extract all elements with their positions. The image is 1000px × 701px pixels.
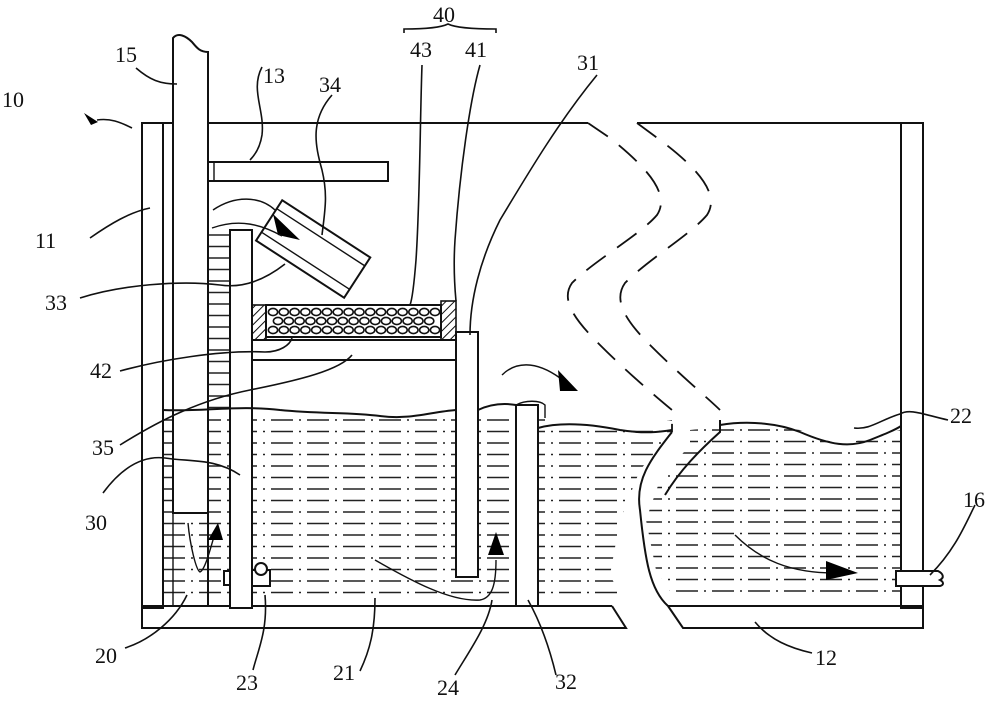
water-fill-inlet-channel xyxy=(208,235,230,408)
filter-pebble xyxy=(322,308,331,315)
filter-pebble xyxy=(290,308,299,315)
flow-arrow-over-partition xyxy=(502,365,560,378)
label-filter-media: 43 xyxy=(410,37,432,62)
label-valve: 23 xyxy=(236,670,258,695)
filter-pebble xyxy=(420,326,429,333)
filter-pebble xyxy=(414,317,423,324)
label-upper-partition: 31 xyxy=(577,50,599,75)
upper-partition xyxy=(456,332,478,577)
filter-pebble xyxy=(333,308,342,315)
filter-pebble xyxy=(355,326,364,333)
lower-partition xyxy=(516,405,538,606)
top-bracket xyxy=(208,162,388,181)
filter-pebble xyxy=(295,317,304,324)
filter-pebble xyxy=(366,308,375,315)
filter-pebble xyxy=(425,317,434,324)
filter-pebble xyxy=(284,317,293,324)
filter-pebble xyxy=(360,317,369,324)
label-filter-module: 40 xyxy=(433,2,455,27)
filter-frame xyxy=(441,301,456,340)
bottom-wall xyxy=(142,606,626,628)
label-chute: 34 xyxy=(319,72,341,97)
filter-pebble xyxy=(420,308,429,315)
partition xyxy=(230,230,252,608)
filter-pebble xyxy=(387,326,396,333)
filter-pebble xyxy=(333,326,342,333)
filter-pebble xyxy=(306,317,315,324)
filter-pebble xyxy=(409,326,418,333)
label-top-bracket: 13 xyxy=(263,63,285,88)
filter-pebble xyxy=(376,326,385,333)
label-side-wall: 11 xyxy=(35,228,56,253)
right-wall xyxy=(901,123,923,608)
water-fill-right xyxy=(640,430,901,591)
filter-pebble xyxy=(317,317,326,324)
label-tank: 10 xyxy=(2,87,24,112)
label-outlet: 16 xyxy=(963,487,985,512)
label-second-chamber: 21 xyxy=(333,660,355,685)
filter-pebble xyxy=(279,308,288,315)
filter-pebble xyxy=(398,308,407,315)
filter-pebble xyxy=(409,308,418,315)
filter-pebble xyxy=(349,317,358,324)
filter-pebble xyxy=(366,326,375,333)
label-partition: 30 xyxy=(85,510,107,535)
filter-pebble xyxy=(301,308,310,315)
filter-pebble xyxy=(338,317,347,324)
filter-pebble xyxy=(398,326,407,333)
filter-pebble xyxy=(403,317,412,324)
filter-pebble xyxy=(344,326,353,333)
filter-pebble xyxy=(273,317,282,324)
filter-pebble xyxy=(430,308,439,315)
filter-pebble xyxy=(268,308,277,315)
filter-pebble xyxy=(376,308,385,315)
label-filter-frame: 41 xyxy=(465,37,487,62)
label-bottom-wall: 12 xyxy=(815,645,837,670)
filter-pebble xyxy=(268,326,277,333)
filter-pebble xyxy=(322,326,331,333)
filter-pebble xyxy=(355,308,364,315)
label-inlet-pipe: 15 xyxy=(115,42,137,67)
filter-pebble xyxy=(279,326,288,333)
label-third-chamber: 22 xyxy=(950,403,972,428)
filter-pebble xyxy=(371,317,380,324)
label-filter-base: 42 xyxy=(90,358,112,383)
filter-pebble xyxy=(430,326,439,333)
filter-pebble xyxy=(344,308,353,315)
filter-pebble xyxy=(290,326,299,333)
label-lower-partition: 32 xyxy=(555,669,577,694)
label-overflow-edge: 33 xyxy=(45,290,67,315)
filter-module xyxy=(252,301,456,340)
flow-arrow-inlet-return xyxy=(188,523,215,572)
filter-pebble xyxy=(381,317,390,324)
filter-pebble xyxy=(301,326,310,333)
inlet-pipe xyxy=(173,35,208,513)
filter-pebble xyxy=(312,308,321,315)
label-support-plate: 35 xyxy=(92,435,114,460)
outlet xyxy=(896,571,943,586)
label-passage: 24 xyxy=(437,675,459,700)
filter-pebble xyxy=(312,326,321,333)
filter-pebble xyxy=(392,317,401,324)
chute-flow-arrow xyxy=(213,199,275,210)
filter-pebble xyxy=(327,317,336,324)
chute xyxy=(256,200,370,297)
filter-pebble xyxy=(387,308,396,315)
support-plate xyxy=(252,340,456,360)
label-first-chamber: 20 xyxy=(95,643,117,668)
